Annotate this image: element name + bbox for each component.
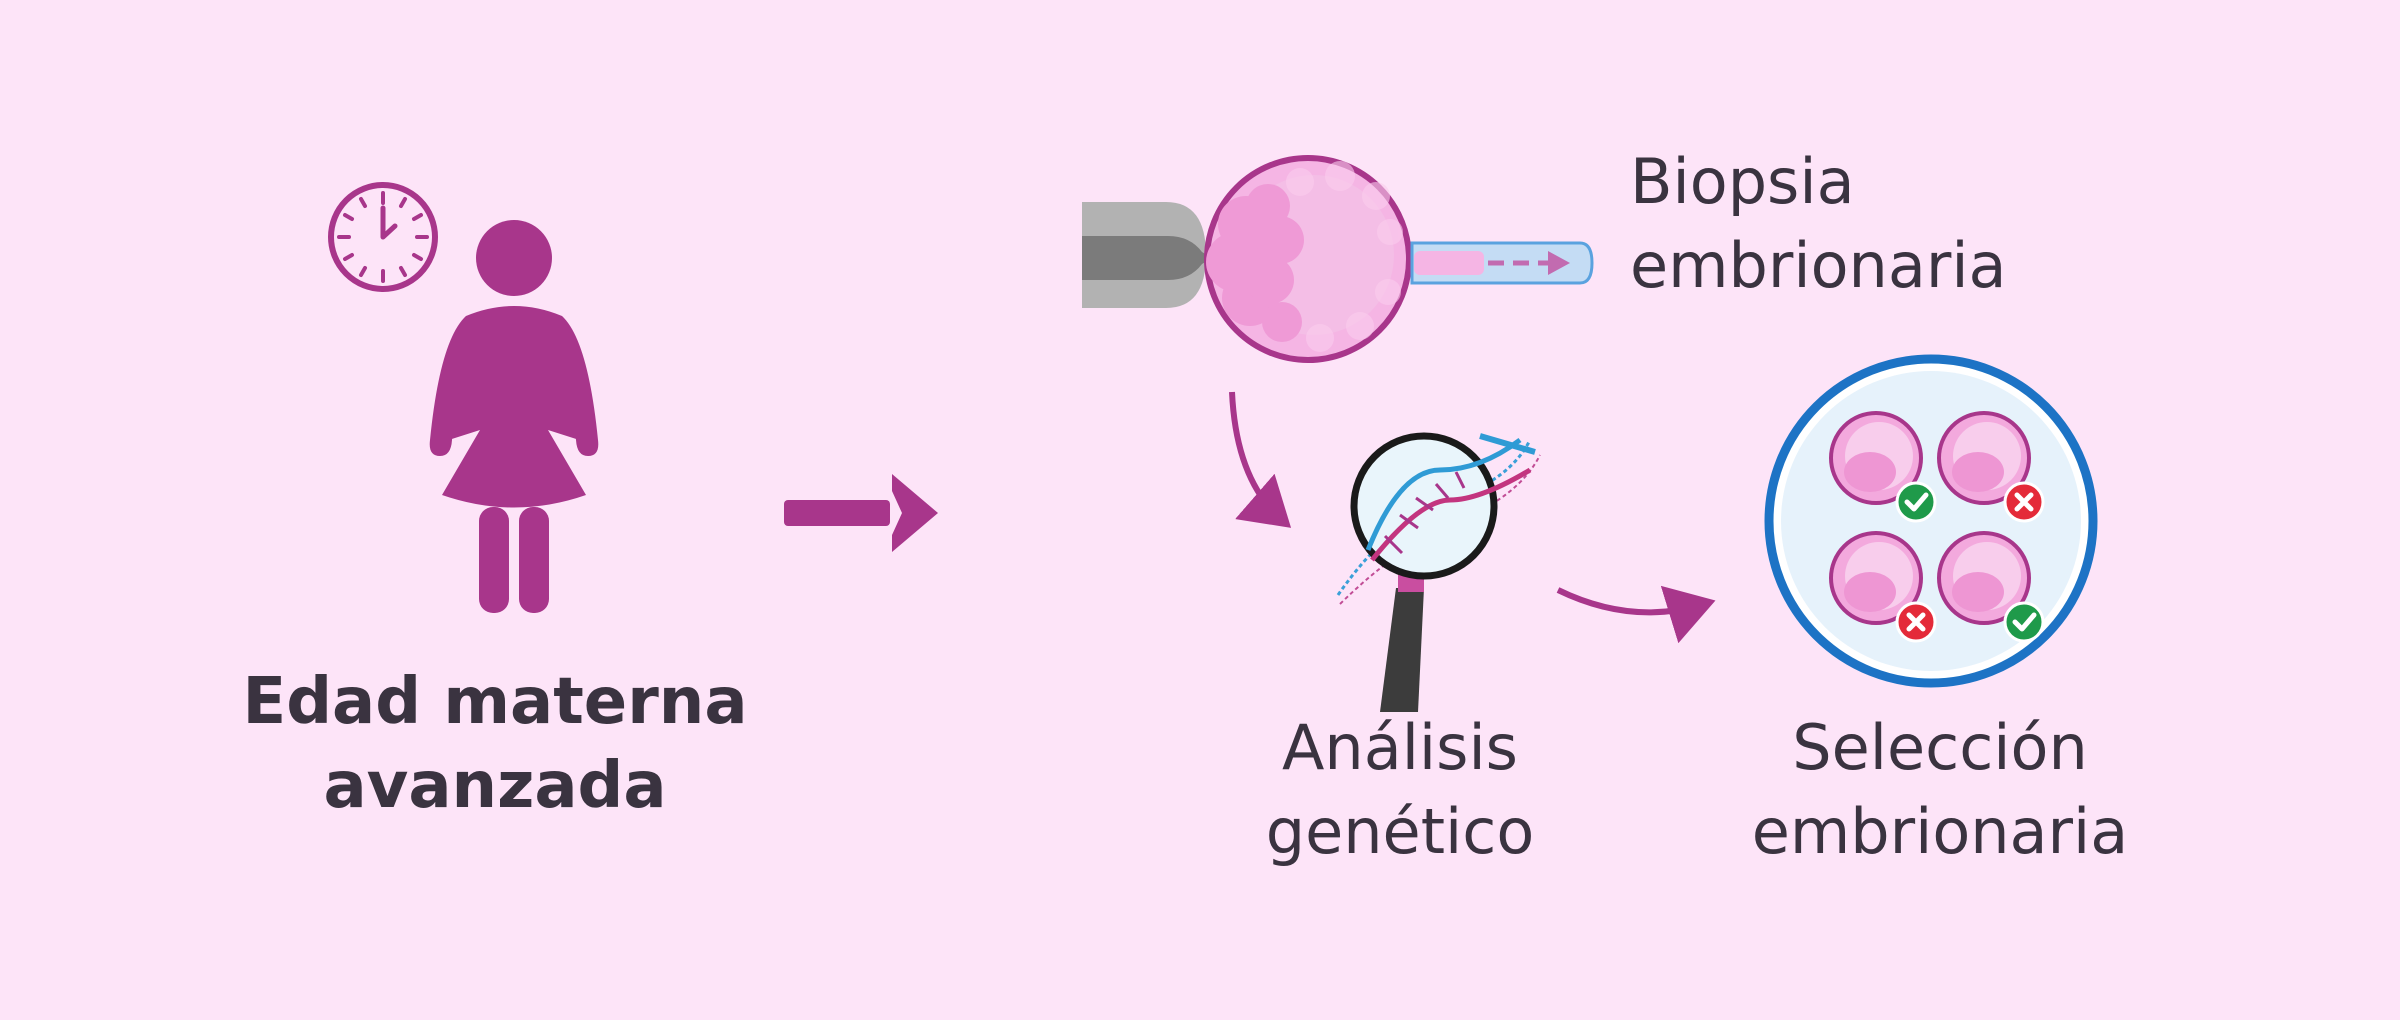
biopsy-line-2: embrionaria	[1630, 229, 2007, 302]
maternal-age-line-2: avanzada	[323, 749, 667, 823]
woman-icon	[429, 220, 599, 613]
cross-icon	[1895, 601, 1937, 643]
selection-label: Selección embrionaria	[1705, 706, 2175, 874]
check-icon	[2003, 601, 2045, 643]
magnifying-glass-icon	[1350, 432, 1536, 712]
selection-embryo	[1937, 411, 2045, 523]
selection-embryo	[1829, 411, 1937, 523]
analysis-label: Análisis genético	[1190, 706, 1610, 874]
analysis-line-2: genético	[1265, 795, 1535, 868]
selection-line-1: Selección	[1792, 711, 2088, 784]
flow-arrow-biopsy-analysis	[1229, 391, 1292, 528]
analysis-line-1: Análisis	[1282, 711, 1518, 784]
selection-line-2: embrionaria	[1751, 795, 2129, 868]
maternal-age-label: Edad materna avanzada	[170, 660, 820, 828]
selection-embryo	[1829, 531, 1937, 643]
arrow-right-icon	[784, 474, 938, 552]
biopsy-line-1: Biopsia	[1630, 145, 1855, 218]
biopsy-needle-icon	[1410, 241, 1594, 285]
holding-pipette-icon	[1082, 202, 1212, 308]
selection-embryo	[1937, 531, 2045, 643]
biopsy-label: Biopsia embrionaria	[1630, 140, 2080, 308]
flow-arrow-analysis-selection	[1556, 585, 1716, 644]
embryo-icon	[1204, 155, 1412, 363]
maternal-age-line-1: Edad materna	[242, 665, 748, 739]
clock-icon	[328, 182, 438, 292]
cross-icon	[2003, 481, 2045, 523]
check-icon	[1895, 481, 1937, 523]
